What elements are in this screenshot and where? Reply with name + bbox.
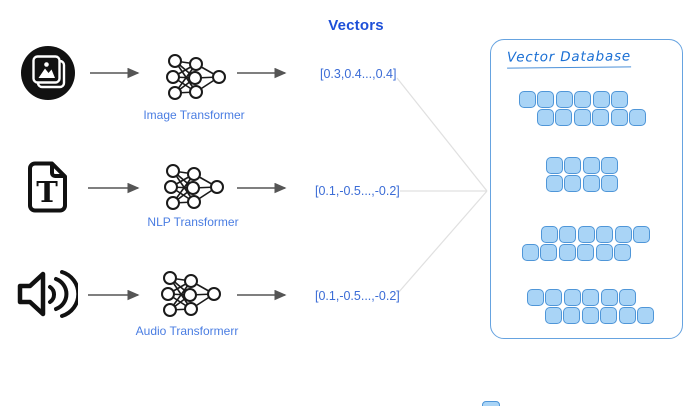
audio-icon: [17, 270, 78, 318]
svg-text:T: T: [36, 175, 58, 209]
vector-chip: [577, 244, 595, 261]
vector-chip: [596, 226, 614, 243]
vector-chip: [545, 307, 562, 324]
vector-chip: [555, 109, 573, 126]
vector-chip-row-2-0: [541, 226, 650, 243]
audio-transformer-label: Audio Transformerr: [135, 324, 239, 338]
vector-chip: [581, 307, 599, 324]
vector-chip: [582, 175, 600, 192]
vector-chip: [592, 109, 610, 126]
vector-chip: [559, 226, 577, 243]
vector-chip-row-1-1: [546, 175, 619, 192]
vector-chip-row-0-0: [519, 91, 628, 108]
image-vector-value: [0.3,0.4...,0.4]: [320, 67, 397, 81]
vector-chip: [601, 157, 619, 174]
vector-chip: [613, 244, 631, 261]
vector-chip: [600, 307, 618, 324]
vector-chip-row-2-1: [522, 244, 631, 261]
image-transformer-label: Image Transformer: [143, 108, 245, 122]
nlp-transformer-label: NLP Transformer: [147, 215, 239, 229]
vector-chip-row-3-0: [527, 289, 636, 306]
vector-chip: [574, 91, 592, 108]
vector-database-title: Vector Database: [506, 48, 632, 69]
vector-chip: [541, 226, 558, 243]
vector-chip: [582, 289, 600, 306]
vector-chip: [546, 157, 563, 174]
vector-chip-row-1-0: [546, 157, 619, 174]
vector-chip-row-3-1: [545, 307, 654, 324]
vector-chip: [601, 175, 619, 192]
image-icon: [21, 46, 75, 100]
vector-chip: [563, 307, 581, 324]
vector-chip: [564, 157, 582, 174]
vectors-title: Vectors: [328, 17, 384, 34]
vector-chip: [573, 109, 591, 126]
flow-arrows: [88, 67, 287, 301]
vector-chip: [540, 244, 558, 261]
vector-chip: [522, 244, 539, 261]
text-icon: T: [28, 161, 67, 213]
vector-chip: [537, 109, 554, 126]
vector-chip: [618, 307, 636, 324]
vector-chip: [546, 175, 563, 192]
vector-chip: [527, 289, 544, 306]
vector-chip: [595, 244, 613, 261]
cutoff-chip: [482, 401, 500, 406]
converging-lines: [396, 77, 488, 294]
vector-chip: [558, 244, 576, 261]
vector-chip: [618, 289, 636, 306]
vector-chip: [563, 289, 581, 306]
audio-vector-value: [0.1,-0.5...,-0.2]: [315, 289, 400, 303]
vector-chip: [628, 109, 646, 126]
vector-chip: [519, 91, 536, 108]
neural-network-icon: [166, 54, 226, 100]
vector-chip: [555, 91, 573, 108]
vector-chip: [610, 109, 628, 126]
vector-chip: [577, 226, 595, 243]
nlp-vector-value: [0.1,-0.5...,-0.2]: [315, 184, 400, 198]
vector-chip: [564, 175, 582, 192]
neural-network-icon: [164, 164, 224, 210]
vector-chip: [592, 91, 610, 108]
vector-chip: [582, 157, 600, 174]
vector-database-box: Vector Database: [490, 39, 683, 339]
vector-chip: [614, 226, 632, 243]
vector-chip-row-0-1: [537, 109, 646, 126]
neural-network-icon: [161, 271, 221, 317]
vector-chip: [600, 289, 618, 306]
vector-chip: [632, 226, 650, 243]
vector-chip: [610, 91, 628, 108]
vector-chip: [545, 289, 563, 306]
vector-chip: [636, 307, 654, 324]
vector-chip: [537, 91, 555, 108]
